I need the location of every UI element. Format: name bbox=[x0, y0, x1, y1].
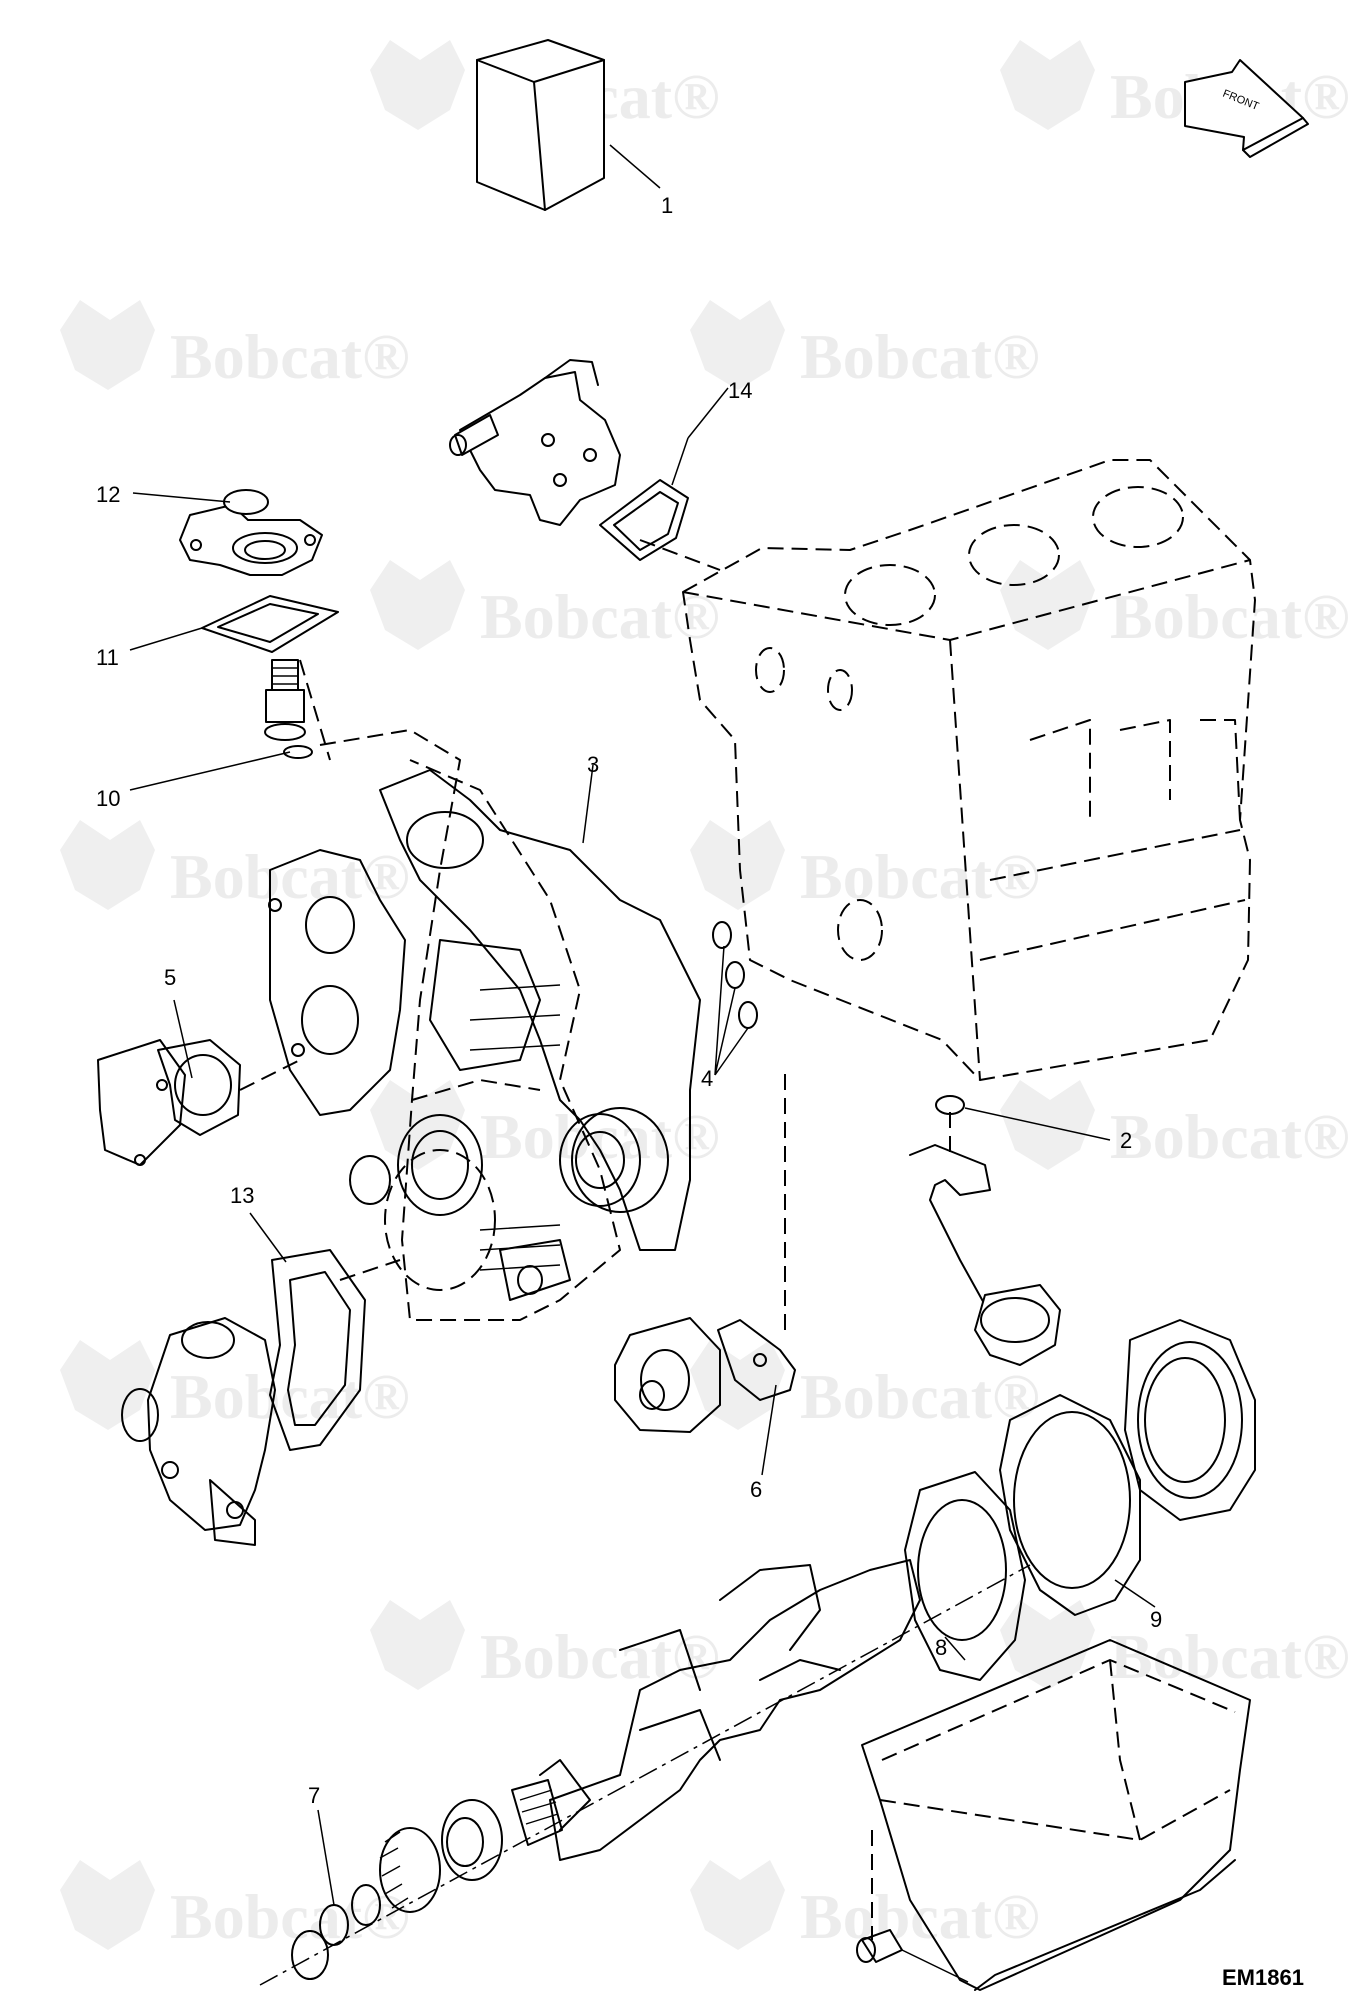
callout-1: 1 bbox=[661, 193, 673, 218]
crank-gear-part bbox=[291, 1799, 503, 1980]
bobcat-logo-icon bbox=[370, 40, 465, 130]
water-flange-part bbox=[449, 359, 729, 526]
bobcat-logo-icon bbox=[1000, 1080, 1095, 1170]
cover-plate-part bbox=[97, 999, 241, 1166]
rear-housing-part bbox=[1124, 1319, 1256, 1521]
bobcat-logo-icon bbox=[690, 1860, 785, 1950]
bobcat-watermark-tile: Bobcat® bbox=[1000, 1080, 1350, 1172]
callout-4: 4 bbox=[701, 1066, 713, 1091]
callout-5: 5 bbox=[164, 965, 176, 990]
cylinder-block-ghost bbox=[682, 459, 1256, 1081]
bobcat-logo-icon bbox=[60, 820, 155, 910]
bobcat-watermark-layer: Bobcat® Bobcat® Bobcat® Bobcat® Bobcat® Bobca… bbox=[60, 40, 1350, 1952]
callout-13: 13 bbox=[230, 1183, 254, 1208]
bobcat-watermark-tile: Bobcat® bbox=[60, 1860, 410, 1952]
watermark-text: Bobcat® bbox=[480, 1621, 720, 1692]
callout-12: 12 bbox=[96, 482, 120, 507]
gear-case-gasket-part bbox=[379, 764, 701, 1251]
watermark-text: Bobcat® bbox=[1110, 1101, 1350, 1172]
oil-strainer-part bbox=[909, 1095, 1111, 1366]
oil-pump-part bbox=[614, 1317, 796, 1476]
callout-labels: 1 2 3 4 5 6 7 8 9 10 11 12 13 14 bbox=[96, 193, 1162, 1808]
assembly-lines bbox=[239, 539, 951, 1330]
watermark-text: Bobcat® bbox=[800, 841, 1040, 912]
bobcat-logo-icon bbox=[690, 1340, 785, 1430]
bobcat-watermark-tile: Bobcat® bbox=[370, 1600, 720, 1692]
callout-7: 7 bbox=[308, 1783, 320, 1808]
watermark-text: Bobcat® bbox=[1110, 581, 1350, 652]
bobcat-watermark-tile: Bobcat® bbox=[60, 300, 410, 392]
callout-8: 8 bbox=[935, 1635, 947, 1660]
gear-case-housing bbox=[268, 849, 561, 1116]
thermostat-gasket-part bbox=[129, 595, 339, 653]
callout-6: 6 bbox=[750, 1477, 762, 1502]
bobcat-logo-icon bbox=[60, 1340, 155, 1430]
bobcat-watermark-tile: Bobcat® bbox=[690, 300, 1040, 392]
oil-pan-ghost bbox=[861, 1639, 1251, 1991]
bobcat-watermark-tile: Bobcat® bbox=[1000, 560, 1350, 652]
bobcat-logo-icon bbox=[370, 560, 465, 650]
bobcat-logo-icon bbox=[1000, 560, 1095, 650]
watermark-text: Bobcat® bbox=[800, 321, 1040, 392]
bobcat-watermark-tile: Bobcat® bbox=[370, 560, 720, 652]
water-pump-gasket-part bbox=[249, 1212, 366, 1451]
callout-14: 14 bbox=[728, 378, 752, 403]
thermostat-cover-part bbox=[132, 489, 323, 576]
crankshaft-part bbox=[259, 1559, 1031, 1986]
front-arrow-icon: FRONT bbox=[1184, 59, 1309, 158]
bobcat-watermark-tile: Bobcat® bbox=[60, 1340, 410, 1432]
gear-case-ghost bbox=[319, 729, 621, 1321]
bobcat-logo-icon bbox=[1000, 1600, 1095, 1690]
watermark-text: Bobcat® bbox=[170, 841, 410, 912]
callout-3: 3 bbox=[587, 752, 599, 777]
flange-gasket-part bbox=[599, 437, 689, 561]
water-pump-part bbox=[121, 1317, 276, 1546]
bobcat-watermark-tile: Bobcat® bbox=[690, 1340, 1040, 1432]
callout-2: 2 bbox=[1120, 1128, 1132, 1153]
bobcat-logo-icon bbox=[60, 300, 155, 390]
watermark-text: Bobcat® bbox=[480, 581, 720, 652]
drain-plug-part bbox=[856, 1830, 969, 1983]
watermark-text: Bobcat® bbox=[170, 321, 410, 392]
callout-11: 11 bbox=[96, 645, 119, 670]
thermostat-body-part bbox=[129, 659, 313, 791]
o-rings-part bbox=[712, 921, 758, 1076]
bobcat-watermark-tile: Bobcat® bbox=[690, 820, 1040, 912]
bobcat-watermark-tile: Bobcat® bbox=[60, 820, 410, 912]
callout-10: 10 bbox=[96, 786, 120, 811]
bobcat-logo-icon bbox=[690, 300, 785, 390]
rear-gasket-part bbox=[999, 1394, 1156, 1616]
figure-id: EM1861 bbox=[1222, 1965, 1304, 1990]
callout-9: 9 bbox=[1150, 1607, 1162, 1632]
bobcat-logo-icon bbox=[690, 820, 785, 910]
lower-case-housing bbox=[349, 1113, 641, 1301]
watermark-text: Bobcat® bbox=[170, 1881, 410, 1952]
bobcat-watermark-tile: Bobcat® bbox=[1000, 1600, 1350, 1692]
bobcat-logo-icon bbox=[370, 1080, 465, 1170]
bobcat-logo-icon bbox=[370, 1600, 465, 1690]
bobcat-logo-icon bbox=[60, 1860, 155, 1950]
gasket-kit-box bbox=[476, 39, 661, 211]
watermark-text: Bobcat® bbox=[800, 1361, 1040, 1432]
bobcat-logo-icon bbox=[1000, 40, 1095, 130]
oil-seal-plate-part bbox=[904, 1471, 1026, 1681]
